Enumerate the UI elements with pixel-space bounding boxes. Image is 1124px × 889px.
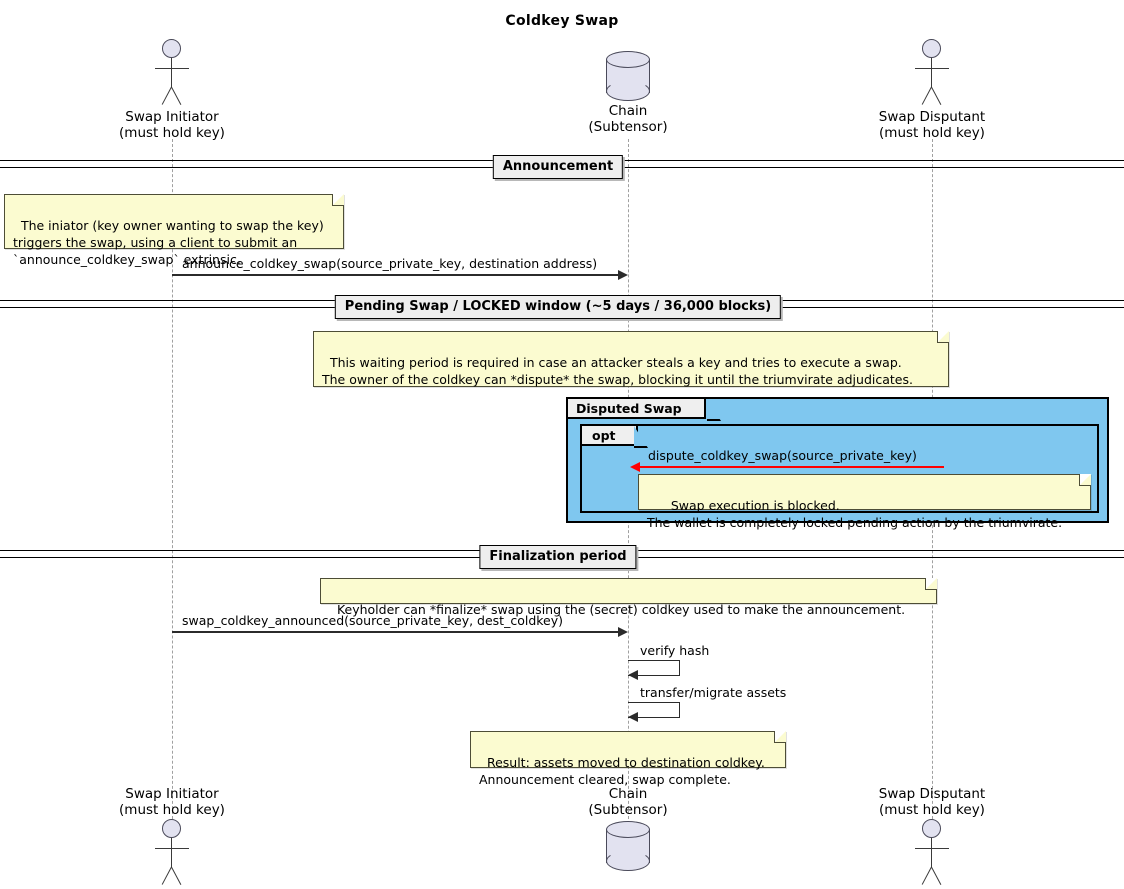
message-transfer-assets: transfer/migrate assets (628, 685, 848, 722)
message-transfer-assets-label: transfer/migrate assets (640, 685, 787, 700)
group-opt-fragment: opt dispute_coldkey_swap(source_private_… (580, 424, 1099, 530)
actor-arms-icon (915, 68, 949, 70)
actor-leg-right-icon (171, 86, 182, 105)
actor-leg-left-icon (161, 866, 173, 885)
message-announce-label: announce_coldkey_swap(source_private_key… (182, 256, 598, 271)
actor-head-icon (922, 819, 941, 838)
actor-initiator-name: Swap Initiator (125, 109, 219, 125)
actor-initiator-bottom[interactable]: Swap Initiator (must hold key) (119, 786, 225, 885)
message-swap-announced: swap_coldkey_announced(source_private_ke… (172, 613, 628, 637)
message-swap-announced-line (172, 631, 618, 633)
message-verify-hash-label: verify hash (640, 643, 710, 658)
group-tab-corner-icon (707, 399, 721, 421)
arrowhead-left-icon (628, 712, 638, 722)
note-waiting-period: This waiting period is required in case … (313, 331, 949, 387)
message-dispute-line (640, 466, 944, 468)
arrowhead-left-icon (628, 670, 638, 680)
lifeline-initiator (172, 139, 173, 829)
note-keyholder: Keyholder can *finalize* swap using the … (320, 578, 937, 617)
database-cylinder-icon (606, 821, 650, 871)
actor-leg-right-icon (931, 86, 942, 105)
actor-disputant-top[interactable]: Swap Disputant (must hold key) (879, 39, 985, 141)
actor-initiator-label: Swap Initiator (must hold key) (72, 109, 272, 141)
actor-arms-icon (915, 848, 949, 850)
actor-body-icon (171, 838, 173, 868)
database-chain-name: Chain (608, 786, 648, 802)
note-fold-icon (925, 578, 937, 590)
note-fold-icon (937, 331, 949, 343)
arrowhead-left-red-icon (630, 461, 640, 472)
database-chain-label: Chain (Subtensor) (516, 103, 740, 135)
page-title: Coldkey Swap (505, 13, 619, 29)
note-fold-icon (774, 731, 786, 743)
actor-disputant-name: Swap Disputant (878, 786, 986, 802)
actor-initiator-qualifier: (must hold key) (119, 802, 225, 818)
actor-head-icon (922, 39, 941, 58)
actor-initiator-top[interactable]: Swap Initiator (must hold key) (119, 39, 225, 141)
actor-leg-left-icon (921, 866, 933, 885)
actor-leg-left-icon (161, 86, 173, 105)
actor-disputant-qualifier: (must hold key) (879, 125, 985, 141)
divider-label-finalization: Finalization period (479, 545, 637, 569)
actor-disputant-qualifier: (must hold key) (879, 802, 985, 818)
note-keyholder-text: Keyholder can *finalize* swap using the … (336, 602, 906, 617)
database-chain-name: Chain (608, 103, 648, 119)
divider-label-pending: Pending Swap / LOCKED window (~5 days / … (334, 295, 782, 319)
actor-head-icon (162, 39, 181, 58)
actor-disputant-name: Swap Disputant (878, 109, 986, 125)
actor-figure (915, 819, 949, 889)
group-disputed-swap: Disputed Swap opt dispute_coldkey_swap(s… (566, 397, 1109, 530)
note-initiator-text: The iniator (key owner wanting to swap t… (13, 218, 324, 267)
message-verify-hash: verify hash (628, 643, 828, 680)
message-swap-announced-label: swap_coldkey_announced(source_private_ke… (182, 613, 564, 628)
note-blocked-text: Swap execution is blocked. The wallet is… (647, 498, 1063, 530)
note-blocked: Swap execution is blocked. The wallet is… (638, 474, 1091, 530)
note-fold-icon (1079, 474, 1091, 486)
note-initiator: The iniator (key owner wanting to swap t… (4, 194, 344, 267)
note-fold-icon (332, 194, 344, 206)
message-announce: announce_coldkey_swap(source_private_key… (172, 256, 628, 280)
database-chain-qualifier: (Subtensor) (588, 802, 668, 818)
arrowhead-right-icon (618, 626, 628, 637)
actor-leg-right-icon (931, 866, 942, 885)
message-verify-hash-loop (628, 660, 680, 676)
message-announce-line (172, 274, 618, 276)
actor-disputant-label: Swap Disputant (must hold key) (832, 109, 1032, 141)
actor-initiator-label-bottom: Swap Initiator (must hold key) (72, 786, 272, 818)
note-waiting-period-text: This waiting period is required in case … (322, 355, 913, 387)
note-result-text: Result: assets moved to destination cold… (479, 755, 765, 787)
arrowhead-right-icon (618, 269, 628, 280)
group-label-opt: opt (592, 427, 616, 443)
actor-disputant-bottom[interactable]: Swap Disputant (must hold key) (879, 786, 985, 885)
group-tab-corner-icon (634, 426, 648, 448)
group-label-disputed-swap: Disputed Swap (576, 400, 682, 416)
note-result: Result: assets moved to destination cold… (470, 731, 786, 787)
group-tab-opt: opt (582, 426, 638, 446)
actor-head-icon (162, 819, 181, 838)
actor-figure (155, 819, 189, 889)
actor-arms-icon (155, 68, 189, 70)
divider-label-announcement: Announcement (492, 155, 624, 179)
message-dispute: dispute_coldkey_swap(source_private_key) (630, 448, 950, 472)
database-chain-bottom[interactable]: Chain (Subtensor) (588, 786, 668, 876)
group-tab-disputed-swap: Disputed Swap (568, 399, 706, 419)
actor-initiator-name: Swap Initiator (125, 786, 219, 802)
database-cylinder-icon (606, 51, 650, 101)
database-chain-qualifier: (Subtensor) (588, 119, 668, 135)
actor-initiator-qualifier: (must hold key) (119, 125, 225, 141)
actor-leg-left-icon (921, 86, 933, 105)
message-transfer-assets-loop (628, 702, 680, 718)
actor-body-icon (171, 58, 173, 88)
database-chain-label-bottom: Chain (Subtensor) (516, 786, 740, 818)
actor-leg-right-icon (171, 866, 182, 885)
actor-body-icon (931, 838, 933, 868)
message-dispute-label: dispute_coldkey_swap(source_private_key) (648, 448, 917, 463)
actor-disputant-label-bottom: Swap Disputant (must hold key) (832, 786, 1032, 818)
actor-arms-icon (155, 848, 189, 850)
database-chain-top[interactable]: Chain (Subtensor) (588, 51, 668, 135)
actor-body-icon (931, 58, 933, 88)
